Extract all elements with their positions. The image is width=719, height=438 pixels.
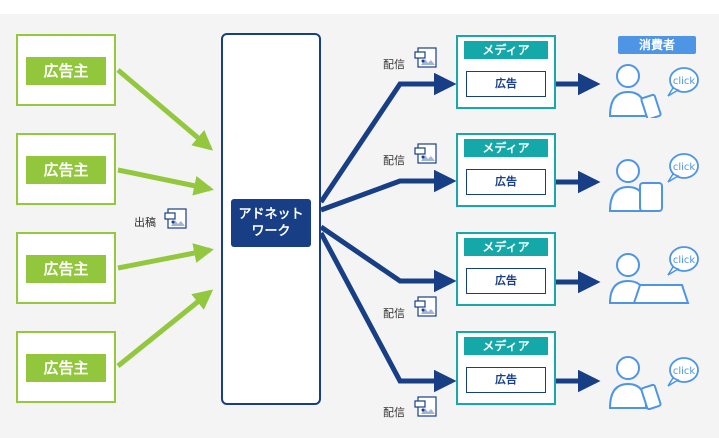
- media-box: メディア 広告: [456, 331, 556, 405]
- submission-arrow-3: [117, 243, 214, 271]
- click-label: click: [673, 162, 696, 173]
- ad-creative-icon: [414, 143, 437, 164]
- distribution-caption: 配信: [383, 307, 405, 320]
- advertiser-box: 広告主: [16, 34, 116, 106]
- distribution-caption: 配信: [383, 406, 405, 419]
- ad-creative-icon: [164, 208, 187, 229]
- submission-arrow-2: [117, 167, 214, 196]
- media-title: メディア: [464, 139, 548, 157]
- ad-creative-icon: [414, 296, 437, 317]
- consumer-smartphone-icon: click: [608, 356, 699, 410]
- ad-creative-icon: [414, 47, 437, 68]
- advertiser-box: 広告主: [16, 133, 116, 205]
- ad-slot: 広告: [466, 71, 546, 97]
- distribution-arrow-3: [319, 224, 457, 293]
- click-label: click: [673, 366, 696, 377]
- distribution-arrow-2: [320, 169, 457, 213]
- ad-network-label: アドネット ワーク: [231, 199, 311, 247]
- media-box: メディア 広告: [456, 35, 556, 109]
- click-label: click: [673, 76, 696, 87]
- media-title: メディア: [464, 337, 548, 355]
- media-title: メディア: [464, 238, 548, 256]
- consumer-laptop-icon: click: [608, 246, 699, 304]
- distribution-arrow-1: [318, 72, 457, 204]
- advertiser-label: 広告主: [26, 255, 106, 283]
- submission-caption: 出稿: [134, 216, 156, 229]
- consumer-smartphone-icon: click: [608, 64, 699, 118]
- advertiser-box: 広告主: [16, 331, 116, 403]
- media-title: メディア: [464, 41, 548, 59]
- consumer-tablet-icon: click: [608, 153, 699, 212]
- submission-arrow-1: [116, 68, 214, 151]
- distribution-caption: 配信: [383, 154, 405, 167]
- ad-creative-icon: [414, 396, 437, 417]
- advertiser-label: 広告主: [26, 156, 106, 184]
- consumer-header: 消費者: [618, 36, 696, 54]
- ad-slot: 広告: [466, 169, 546, 195]
- ad-slot: 広告: [466, 367, 546, 393]
- media-box: メディア 広告: [456, 133, 556, 207]
- ad-slot: 広告: [466, 268, 546, 294]
- distribution-arrow-4: [318, 231, 457, 393]
- submission-arrow-4: [116, 289, 214, 368]
- advertiser-label: 広告主: [26, 354, 106, 382]
- click-label: click: [673, 255, 696, 266]
- media-box: メディア 広告: [456, 232, 556, 306]
- ad-network-box: アドネット ワーク: [221, 33, 321, 405]
- advertiser-box: 広告主: [16, 232, 116, 304]
- advertiser-label: 広告主: [26, 57, 106, 85]
- distribution-caption: 配信: [383, 58, 405, 71]
